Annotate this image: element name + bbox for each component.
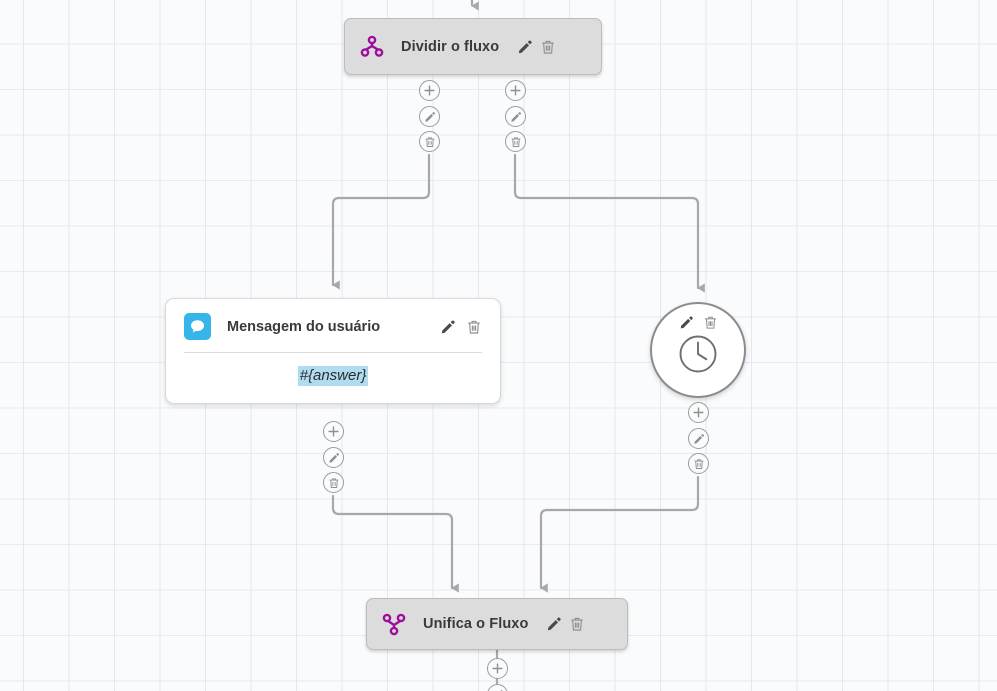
connector-add-button[interactable] [688,402,709,423]
edit-icon[interactable] [440,319,456,335]
node-title: Mensagem do usuário [227,318,381,335]
variable-token[interactable]: #{answer} [297,366,369,386]
connector-edit-button[interactable] [487,684,508,691]
node-mensagem-do-usuario[interactable]: Mensagem do usuário [165,298,501,404]
clock-icon [677,333,719,375]
connector-delete-button[interactable] [688,453,709,474]
edit-icon[interactable] [517,39,533,55]
delete-icon[interactable] [466,319,482,335]
edge-message-to-merge [331,494,459,593]
node-actions [679,315,718,330]
delete-icon[interactable] [540,39,556,55]
connector-add-button[interactable] [323,421,344,442]
edge-split-left-to-message [331,153,431,290]
connector-edit-button[interactable] [505,106,526,127]
edit-icon[interactable] [546,616,562,632]
edit-icon[interactable] [679,315,694,330]
edge-split-right-to-delay [513,153,705,293]
connector-add-button[interactable] [487,658,508,679]
node-delay[interactable] [650,302,746,398]
node-title: Unifica o Fluxo [423,616,529,632]
node-dividir-o-fluxo[interactable]: Dividir o fluxo [344,18,602,75]
speech-bubble-icon [184,313,211,340]
card-body: #{answer} [166,353,500,403]
delete-icon[interactable] [703,315,718,330]
connector-delete-button[interactable] [323,472,344,493]
connector-add-button[interactable] [505,80,526,101]
split-flow-icon [359,34,385,60]
connector-delete-button[interactable] [505,131,526,152]
node-actions [546,616,585,632]
connector-edit-button[interactable] [323,447,344,468]
connector-add-button[interactable] [419,80,440,101]
card-header: Mensagem do usuário [166,299,500,352]
node-actions [517,39,556,55]
node-actions [440,319,482,335]
delete-icon[interactable] [569,616,585,632]
connector-delete-button[interactable] [419,131,440,152]
card-divider [184,352,482,353]
connector-edit-button[interactable] [419,106,440,127]
merge-flow-icon [381,611,407,637]
node-title: Dividir o fluxo [401,38,500,55]
node-unifica-o-fluxo[interactable]: Unifica o Fluxo [366,598,628,650]
edge-delay-to-merge [539,475,700,593]
connector-edit-button[interactable] [688,428,709,449]
